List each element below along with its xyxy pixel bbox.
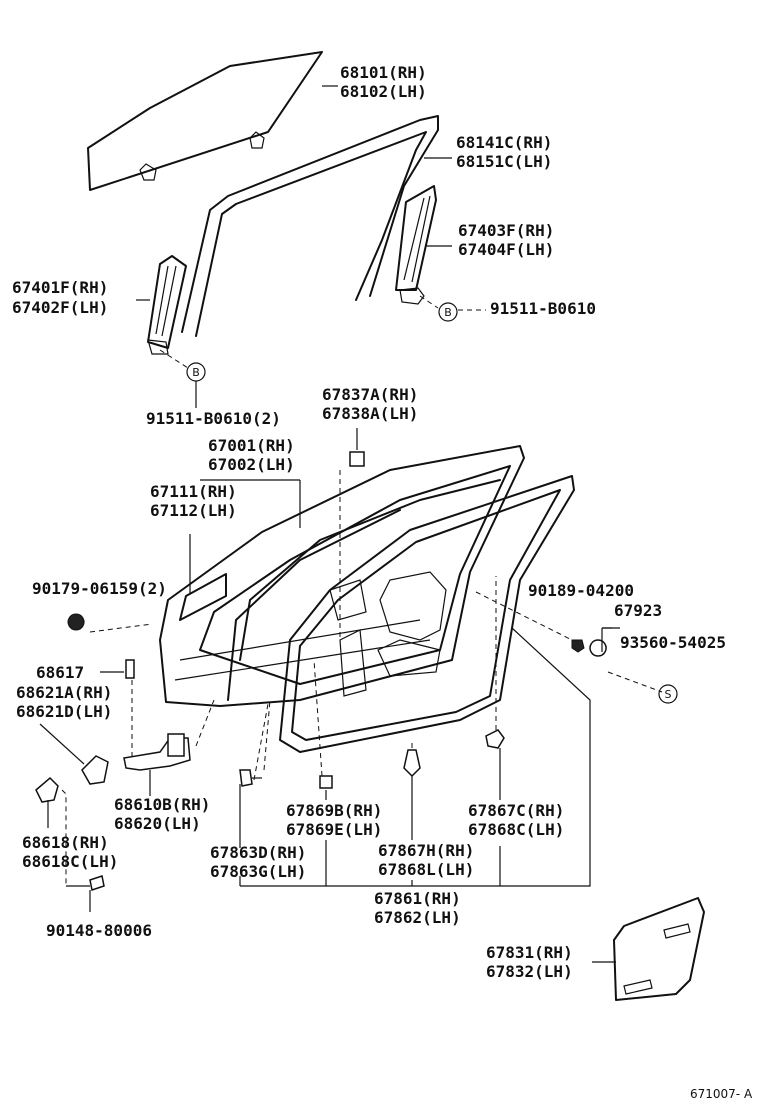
- bolt-90148: [89, 875, 105, 891]
- label-67112: 67112(LH): [150, 501, 237, 520]
- door-glass: [87, 51, 323, 191]
- label-91511-right: 91511-B0610: [490, 299, 596, 318]
- label-67002: 67002(LH): [208, 455, 295, 474]
- label-67401f: 67401F(RH): [12, 278, 108, 297]
- door-check-68610: [123, 733, 191, 771]
- clip-67867c: [485, 729, 505, 749]
- label-67868l: 67868L(LH): [378, 860, 474, 879]
- label-67863g: 67863G(LH): [210, 862, 306, 881]
- label-68620: 68620(LH): [114, 814, 201, 833]
- label-67861: 67861(RH): [374, 889, 461, 908]
- label-90179: 90179-06159(2): [32, 579, 167, 598]
- label-67001: 67001(RH): [208, 436, 295, 455]
- label-68621a: 68621A(RH): [16, 683, 112, 702]
- label-68102: 68102(LH): [340, 82, 427, 101]
- bolt-90189: [571, 639, 585, 653]
- label-67868c: 67868C(LH): [468, 820, 564, 839]
- reference-code: 671007- A: [690, 1087, 753, 1101]
- hinge-cover-68621: [81, 755, 109, 785]
- label-68151c: 68151C(LH): [456, 152, 552, 171]
- label-67832: 67832(LH): [486, 962, 573, 981]
- callout-b-right: B: [438, 302, 458, 322]
- label-67869e: 67869E(LH): [286, 820, 382, 839]
- label-67867h: 67867H(RH): [378, 841, 474, 860]
- label-67838a: 67838A(LH): [322, 404, 418, 423]
- label-67862: 67862(LH): [374, 908, 461, 927]
- belt-moulding: [179, 573, 227, 621]
- pin-68617: [125, 659, 135, 679]
- label-68101: 68101(RH): [340, 63, 427, 82]
- label-68621d: 68621D(LH): [16, 702, 112, 721]
- hole-plug: [349, 451, 365, 467]
- clip-67869: [319, 775, 333, 789]
- hinge-68618: [35, 776, 59, 803]
- label-68617: 68617: [36, 663, 84, 682]
- clip-67867h: [403, 749, 421, 778]
- callout-b-left: B: [186, 362, 206, 382]
- label-67404f: 67404F(LH): [458, 240, 554, 259]
- label-93560: 93560-54025: [620, 633, 726, 652]
- glass-run-channel: [181, 115, 439, 337]
- label-67111: 67111(RH): [150, 482, 237, 501]
- svg-text:B: B: [444, 306, 452, 319]
- bolt-90179: [67, 613, 85, 631]
- svg-text:S: S: [665, 688, 672, 701]
- clip-67863: [239, 769, 262, 787]
- label-68610b: 68610B(RH): [114, 795, 210, 814]
- label-90189: 90189-04200: [528, 581, 634, 600]
- rear-lower-frame: [395, 185, 437, 305]
- label-67867c: 67867C(RH): [468, 801, 564, 820]
- inner-panel-details: [329, 571, 447, 697]
- front-door-panel: [159, 445, 525, 707]
- label-67923: 67923: [614, 601, 662, 620]
- label-90148: 90148-80006: [46, 921, 152, 940]
- label-67837a: 67837A(RH): [322, 385, 418, 404]
- door-weatherstrip: [279, 475, 575, 753]
- label-67863d: 67863D(RH): [210, 843, 306, 862]
- svg-text:B: B: [192, 366, 200, 379]
- stopper-93560: [589, 639, 607, 657]
- label-68618: 68618(RH): [22, 833, 109, 852]
- label-68618c: 68618C(LH): [22, 852, 118, 871]
- label-91511-left: 91511-B0610(2): [146, 409, 281, 428]
- label-67403f: 67403F(RH): [458, 221, 554, 240]
- front-lower-frame: [147, 255, 187, 355]
- label-68141c: 68141C(RH): [456, 133, 552, 152]
- callout-s: S: [658, 684, 678, 704]
- label-67402f: 67402F(LH): [12, 298, 108, 317]
- label-67831: 67831(RH): [486, 943, 573, 962]
- label-67869b: 67869B(RH): [286, 801, 382, 820]
- door-trim-panel: [613, 897, 705, 1001]
